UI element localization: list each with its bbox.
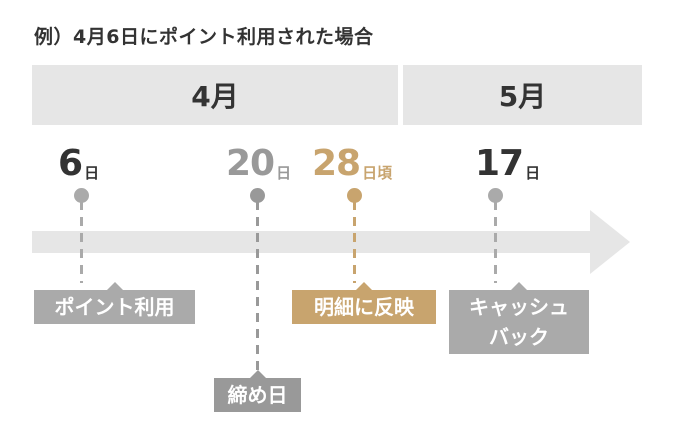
date-20-unit: 日 [276, 164, 292, 182]
month-april: 4月 [32, 65, 398, 125]
label-closing-date-text: 締め日 [227, 383, 288, 407]
label-statement-reflected-text: 明細に反映 [314, 295, 414, 319]
label-statement-reflected: 明細に反映 [292, 282, 436, 324]
marker-dot-icon [488, 188, 503, 203]
marker-dot-icon [74, 188, 89, 203]
month-may: 5月 [403, 65, 642, 125]
dashed-connector [80, 201, 83, 283]
date-6-unit: 日 [84, 164, 100, 182]
date-20-number: 20 [226, 143, 275, 184]
label-point-usage: ポイント利用 [34, 282, 195, 324]
date-6-number: 6 [58, 143, 83, 184]
month-may-label: 5月 [498, 80, 547, 113]
date-17-number: 17 [475, 143, 524, 184]
label-cashback-line1: キャッシュ [469, 295, 569, 319]
label-cashback-line2: バック [489, 325, 549, 349]
example-title: 例）4月6日にポイント利用された場合 [34, 26, 374, 48]
dashed-connector [494, 201, 497, 283]
dashed-connector [256, 201, 259, 371]
label-closing-date: 締め日 [214, 370, 301, 412]
label-cashback: キャッシュ バック [449, 282, 589, 354]
date-17: 17 日 [475, 143, 541, 184]
label-point-usage-text: ポイント利用 [54, 295, 175, 319]
date-6: 6 日 [58, 143, 100, 184]
month-april-label: 4月 [191, 80, 239, 113]
date-17-unit: 日 [525, 164, 541, 182]
timeline-arrow-head-icon [590, 210, 630, 274]
date-28-number: 28 [312, 143, 361, 184]
marker-dot-icon [347, 188, 362, 203]
dashed-connector [353, 201, 356, 283]
date-28: 28 日頃 [312, 143, 393, 184]
date-28-unit: 日頃 [362, 164, 393, 182]
marker-dot-icon [250, 188, 265, 203]
date-20: 20 日 [226, 143, 292, 184]
timeline-arrow-shaft [32, 231, 592, 253]
